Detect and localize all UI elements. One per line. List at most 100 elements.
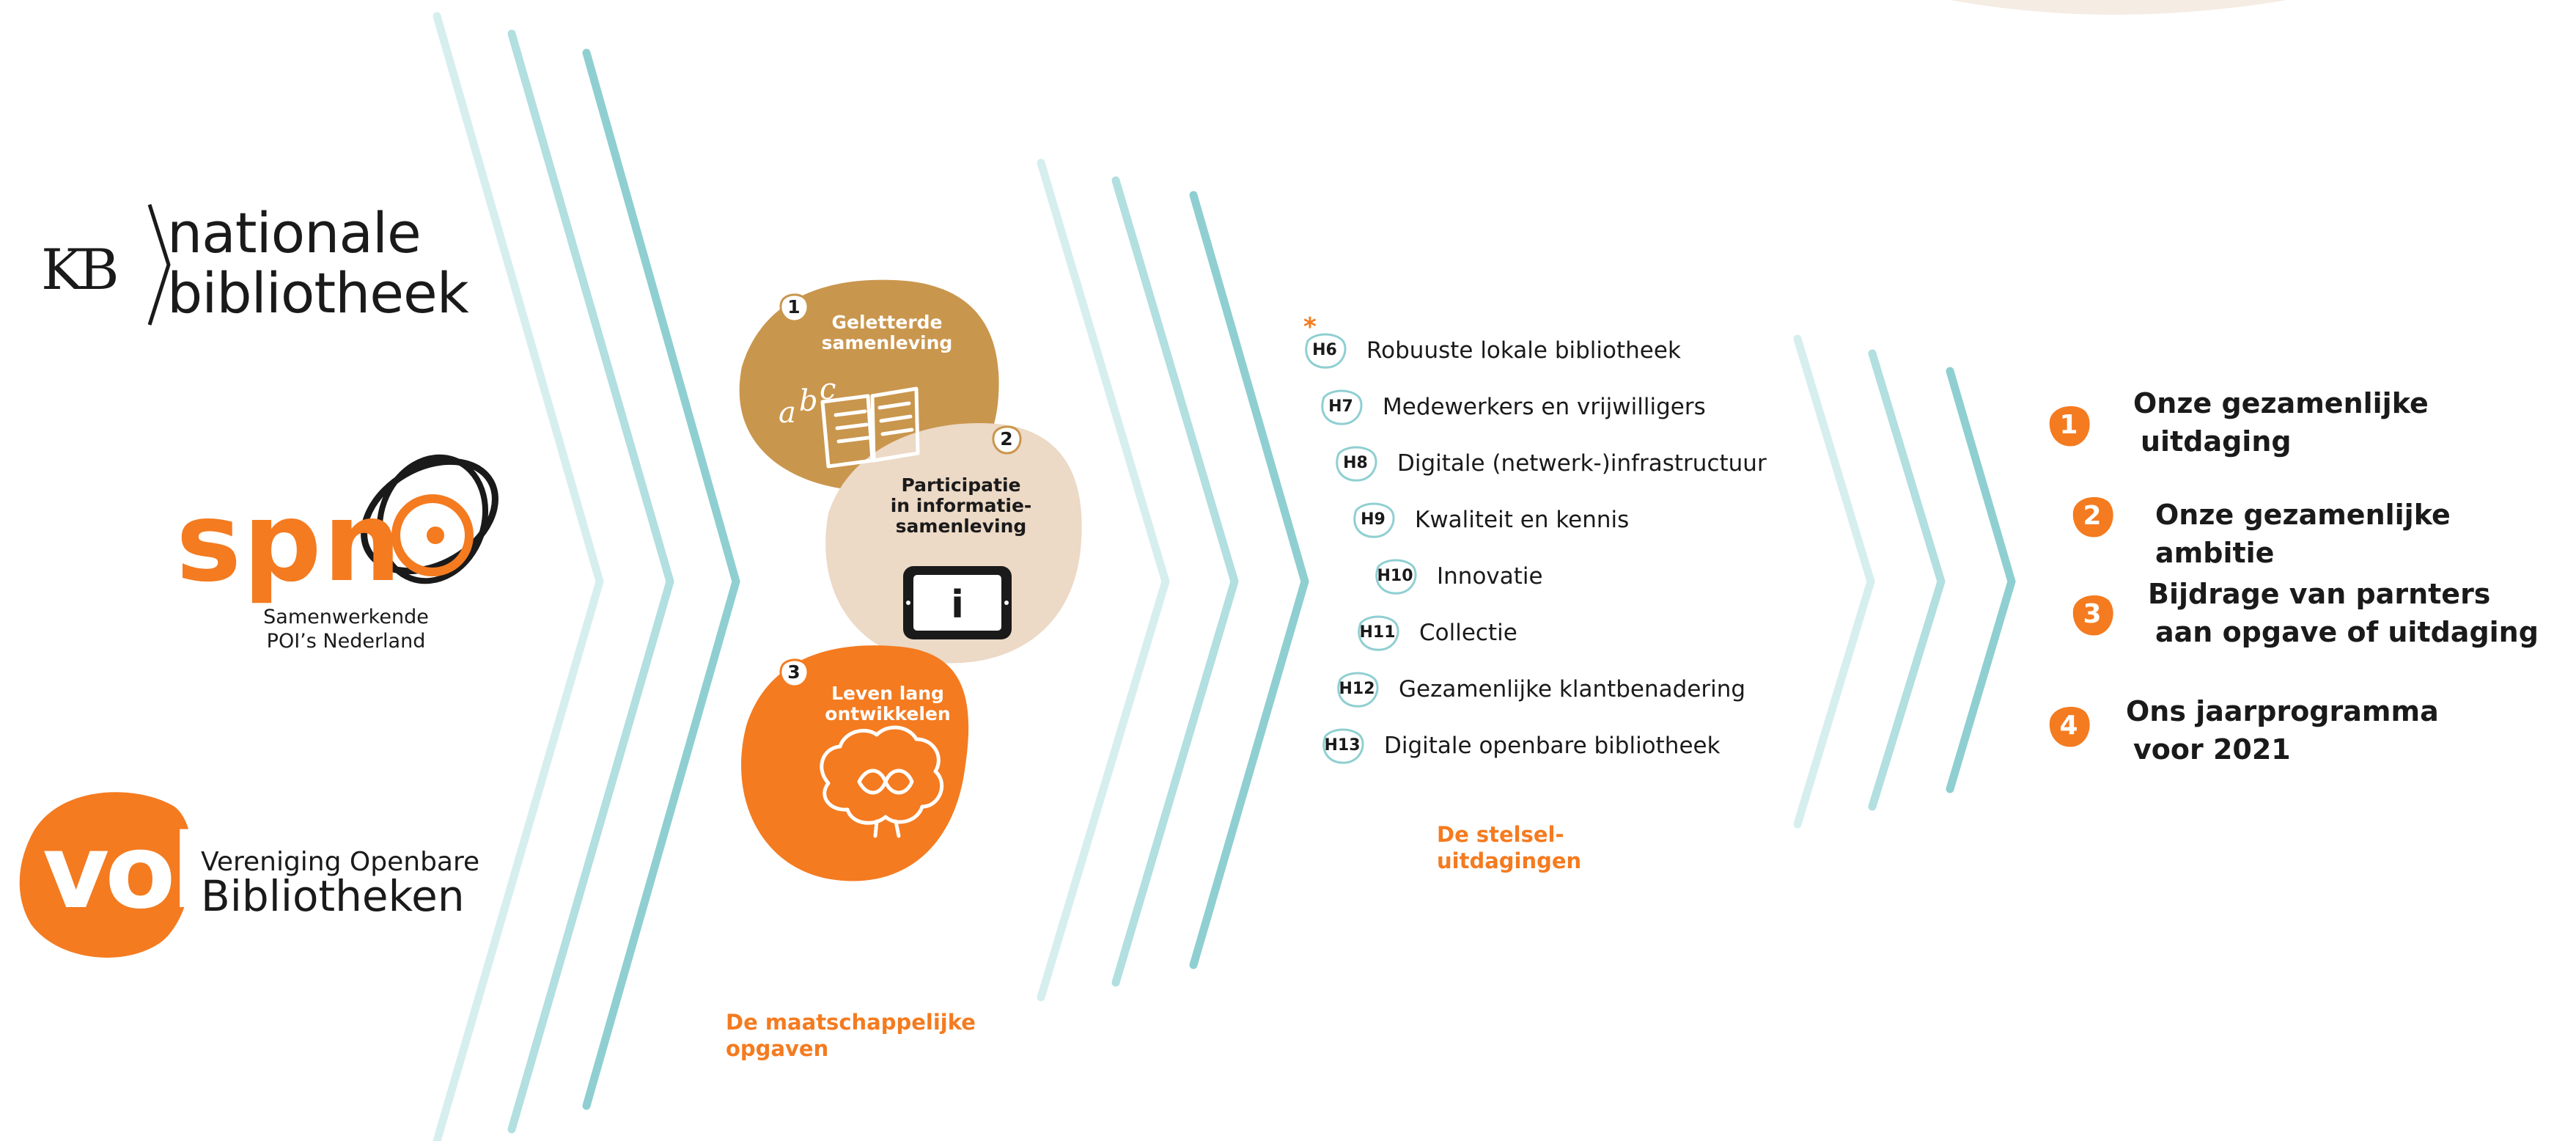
spn-orbit-icon <box>361 454 498 584</box>
opgave-3-line1: Leven lang <box>831 683 944 704</box>
uitdaging-code: H7 <box>1328 397 1353 416</box>
chevron-3a <box>1793 334 1875 829</box>
uitdaging-badge: H8 <box>1333 444 1378 483</box>
opgaven-caption-line2: opgaven <box>726 1036 829 1061</box>
blob-leven-lang <box>741 645 969 881</box>
kb-mark: KB <box>41 237 119 302</box>
vob-wordmark: vob <box>43 812 245 932</box>
kb-wordmark: nationale bibliotheek <box>167 200 469 326</box>
tablet-info-icon: i <box>903 566 1012 639</box>
uitdaging-badge: H9 <box>1350 500 1396 540</box>
opgave-2-line1: Participatie <box>901 474 1021 496</box>
uitdaging-label: Robuuste lokale bibliotheek <box>1366 337 1681 364</box>
legend-line2: aan opgave of uitdaging <box>2155 616 2539 648</box>
opgave-3-line2: ontwikkelen <box>825 703 951 724</box>
legend-badge: 1 <box>2045 402 2092 449</box>
top-right-decoration <box>1950 0 2287 15</box>
vob-line1: Vereniging Openbare <box>201 847 480 877</box>
asterisk-mark: * <box>1303 312 1317 342</box>
uitdaging-code: H6 <box>1312 341 1337 359</box>
kb-bracket-icon <box>147 204 171 326</box>
uitdaging-label: Kwaliteit en kennis <box>1415 507 1630 533</box>
uitdaging-row: H6 Robuuste lokale bibliotheek <box>1302 330 1681 371</box>
legend-line1: Ons jaarprogramma <box>2126 695 2439 727</box>
spn-logo: spn Samenwerkende POI’s Nederland <box>176 451 528 671</box>
chevron-2b <box>1111 176 1239 987</box>
uitdaging-badge: H6 <box>1302 331 1347 370</box>
legend-number: 2 <box>2083 501 2102 531</box>
opgave-1-line1: Geletterde <box>831 312 943 333</box>
legend-text: Onze gezamenlijke ambitie <box>2155 496 2576 572</box>
opgave-2-number: 2 <box>1000 428 1013 450</box>
uitdaging-label: Digitale (netwerk-)infrastructuur <box>1397 450 1767 477</box>
uitdaging-row: H11 Collectie <box>1355 612 1517 653</box>
legend-number: 3 <box>2083 599 2102 629</box>
spn-sub-line2: POI’s Nederland <box>266 630 426 653</box>
uitdaging-label: Collectie <box>1419 620 1517 646</box>
opgave-3-label: Leven lang ontwikkelen <box>811 683 965 724</box>
svg-text:c: c <box>820 373 836 406</box>
legend-badge: 2 <box>2069 493 2116 540</box>
uitdaging-code: H8 <box>1343 454 1368 472</box>
uitdagingen-caption-line2: uitdagingen <box>1437 848 1582 873</box>
chevron-1a <box>433 12 604 1141</box>
legend-number: 4 <box>2059 711 2078 741</box>
opgave-3-number: 3 <box>787 661 801 683</box>
spn-subtitle: Samenwerkende POI’s Nederland <box>258 605 434 653</box>
uitdaging-row: H10 Innovatie <box>1372 556 1543 597</box>
uitdaging-code: H9 <box>1361 510 1385 529</box>
opgave-1-line2: samenleving <box>821 332 953 353</box>
legend-badge: 3 <box>2069 591 2116 638</box>
opgaven-caption-line1: De maatschappelijke <box>726 1010 976 1035</box>
vob-blob-shape <box>19 792 193 958</box>
svg-text:a: a <box>779 396 796 430</box>
legend-line1: Bijdrage van parnters <box>2148 578 2491 610</box>
svg-text:i: i <box>951 583 964 627</box>
legend-number: 1 <box>2059 410 2078 440</box>
uitdaging-label: Innovatie <box>1437 563 1543 590</box>
opgave-1-badge: 1 <box>777 290 811 324</box>
chevron-3b <box>1868 349 1946 811</box>
vob-line2: Bibliotheken <box>201 871 465 921</box>
opgaven-caption: De maatschappelijke opgaven <box>726 1009 976 1062</box>
opgave-1-label: Geletterde samenleving <box>806 312 968 353</box>
uitdaging-code: H10 <box>1377 567 1413 585</box>
chevron-1b <box>507 29 674 1134</box>
chevron-1c <box>582 48 740 1110</box>
uitdaging-code: H12 <box>1339 680 1375 698</box>
spn-sub-line1: Samenwerkende <box>263 606 429 628</box>
uitdaging-row: H7 Medewerkers en vrijwilligers <box>1318 386 1706 428</box>
legend-line1: Onze gezamenlijke ambitie <box>2155 499 2451 569</box>
uitdagingen-caption: De stelsel- uitdagingen <box>1437 821 1581 874</box>
brain-infinity-icon <box>820 725 944 838</box>
uitdaging-row: H9 Kwaliteit en kennis <box>1350 499 1629 540</box>
vob-logo: vob Vereniging Openbare Bibliotheken <box>13 777 482 968</box>
opgave-3-badge: 3 <box>777 656 811 689</box>
legend-line1: Onze gezamenlijke <box>2133 387 2429 419</box>
opgave-2-badge: 2 <box>990 422 1023 456</box>
opgave-1-number: 1 <box>787 296 801 318</box>
uitdaging-row: H8 Digitale (netwerk-)infrastructuur <box>1333 443 1767 484</box>
kb-line1: nationale <box>167 200 422 265</box>
uitdaging-badge: H13 <box>1320 726 1365 766</box>
uitdaging-label: Digitale openbare bibliotheek <box>1384 733 1721 759</box>
kb-logo: KB nationale bibliotheek <box>37 194 469 341</box>
opgave-2-line3: samenleving <box>895 516 1027 537</box>
kb-line2: bibliotheek <box>167 260 469 326</box>
uitdaging-label: Medewerkers en vrijwilligers <box>1383 394 1706 420</box>
uitdaging-code: H11 <box>1359 623 1396 642</box>
chevron-3c <box>1946 367 2016 793</box>
uitdaging-code: H13 <box>1324 736 1361 755</box>
blob-participatie <box>825 423 1082 664</box>
opgave-2-label: Participatie in informatie- samenleving <box>884 475 1038 537</box>
uitdaging-badge: H12 <box>1334 669 1380 709</box>
uitdaging-badge: H7 <box>1318 387 1364 427</box>
uitdagingen-caption-line1: De stelsel- <box>1437 822 1564 847</box>
legend-text: Bijdrage van parnters aan opgave of uitda… <box>2148 575 2539 651</box>
svg-text:b: b <box>799 384 818 418</box>
